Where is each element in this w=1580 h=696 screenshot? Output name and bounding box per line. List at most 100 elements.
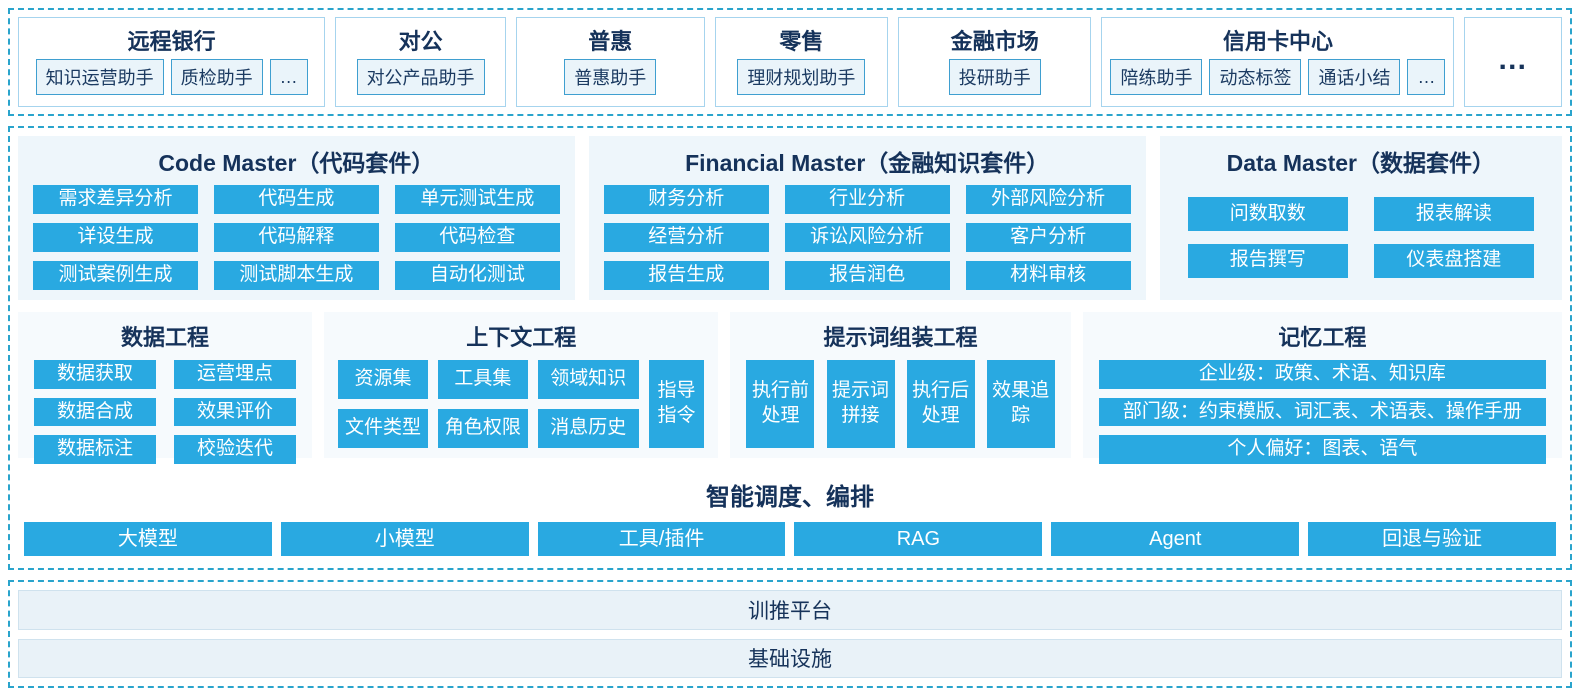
capability-button: 代码生成 [213,185,379,214]
suite-title: Code Master（代码套件） [158,150,435,176]
business-unit-inclusive: 普惠 普惠助手 [515,17,705,107]
engineering-item: 提示词拼接 [826,360,895,448]
capability-button: 单元测试生成 [394,185,560,214]
assistant-chip: 质检助手 [170,59,263,95]
capability-button: 详设生成 [33,223,198,252]
engineering-item: 领域知识 [537,360,639,399]
capability-layer-strip: Code Master（代码套件） 需求差异分析 代码生成 单元测试生成 详设生… [8,126,1572,570]
orchestration-item: 回退与验证 [1308,522,1556,556]
engineering-item: 执行后处理 [906,360,975,448]
assistant-chip-row: 知识运营助手 质检助手 … [35,59,308,95]
assistant-chip: 对公产品助手 [356,59,485,95]
engineering-title: 记忆工程 [1278,325,1367,350]
orchestration-title: 智能调度、编排 [706,484,874,511]
memory-item-bar: 部门级：约束模版、词汇表、术语表、操作手册 [1098,397,1546,427]
engineering-item-guidance: 指导指令 [648,360,705,448]
business-unit-financial-markets: 金融市场 投研助手 [898,17,1092,107]
orchestration-item: 工具/插件 [537,522,786,556]
suite-title: Financial Master（金融知识套件） [685,150,1050,176]
assistant-chip: 动态标签 [1209,59,1302,95]
assistant-chip-row: 陪练助手 动态标签 通话小结 … [1110,59,1446,95]
capability-button: 报告撰写 [1187,243,1348,278]
capability-button: 外部风险分析 [965,185,1131,214]
engineering-row: 数据工程 数据获取 运营埋点 数据合成 效果评价 数据标注 校验迭代 上下文工程… [18,312,1562,465]
assistant-chip: 通话小结 [1308,59,1401,95]
training-inference-platform-bar: 训推平台 [18,590,1562,630]
business-unit-retail: 零售 理财规划助手 [714,17,889,107]
engineering-item: 数据合成 [34,397,156,427]
business-unit-title: 对公 [398,29,443,54]
engineering-panel-prompt: 提示词组装工程 执行前处理 提示词拼接 执行后处理 效果追踪 [730,312,1071,458]
business-unit-remote-banking: 远程银行 知识运营助手 质检助手 … [18,17,326,107]
suite-capability-grid: 问数取数 报表解读 报告撰写 仪表盘搭建 [1170,185,1552,290]
assistant-chip-row: 投研助手 [948,59,1041,95]
orchestration-item: Agent [1051,522,1300,556]
capability-button: 代码解释 [213,223,379,252]
engineering-item-grid: 企业级：政策、术语、知识库 部门级：约束模版、词汇表、术语表、操作手册 个人偏好… [1093,360,1552,465]
orchestration-item: RAG [794,522,1043,556]
business-unit-title: 信用卡中心 [1222,29,1333,54]
assistant-chip: 知识运营助手 [35,59,164,95]
assistant-chip: 理财规划助手 [737,59,866,95]
capability-button: 报告生成 [603,261,769,290]
capability-button: 仪表盘搭建 [1373,243,1534,278]
more-business-units-box: … [1464,17,1563,107]
capability-button: 报表解读 [1373,197,1534,232]
infrastructure-bar: 基础设施 [18,638,1562,678]
capability-button: 测试脚本生成 [213,261,379,290]
business-unit-title: 远程银行 [127,29,216,54]
capability-button: 问数取数 [1187,197,1348,232]
engineering-title: 数据工程 [121,325,210,350]
engineering-panel-data: 数据工程 数据获取 运营埋点 数据合成 效果评价 数据标注 校验迭代 [18,312,313,465]
engineering-item: 数据标注 [34,435,156,465]
assistant-chip-row: 普惠助手 [564,59,657,95]
suite-panel-data-master: Data Master（数据套件） 问数取数 报表解读 报告撰写 仪表盘搭建 [1159,136,1562,300]
capability-button: 财务分析 [603,185,769,214]
engineering-item: 工具集 [437,360,528,399]
capability-button: 报告润色 [784,261,950,290]
assistant-chip-ellipsis: … [1407,59,1446,95]
orchestration-section: 智能调度、编排 大模型 小模型 工具/插件 RAG Agent 回退与验证 [18,470,1562,560]
orchestration-item: 小模型 [280,522,529,556]
business-unit-corporate: 对公 对公产品助手 [335,17,506,107]
engineering-item-grid: 资源集 工具集 领域知识 文件类型 角色权限 消息历史 指导指令 [334,360,708,448]
engineering-item: 数据获取 [34,360,156,389]
engineering-item-grid: 执行前处理 提示词拼接 执行后处理 效果追踪 [740,360,1060,448]
engineering-item: 效果评价 [174,397,297,427]
capability-button: 材料审核 [965,261,1131,290]
assistant-chip-row: 理财规划助手 [737,59,866,95]
engineering-item: 校验迭代 [174,435,297,465]
engineering-panel-memory: 记忆工程 企业级：政策、术语、知识库 部门级：约束模版、词汇表、术语表、操作手册… [1082,312,1562,465]
engineering-item: 角色权限 [437,409,528,448]
engineering-title: 上下文工程 [466,325,577,350]
suite-capability-grid: 需求差异分析 代码生成 单元测试生成 详设生成 代码解释 代码检查 测试案例生成… [28,185,565,290]
engineering-item: 文件类型 [338,409,428,448]
ellipsis-label: … [1497,42,1530,76]
suite-capability-grid: 财务分析 行业分析 外部风险分析 经营分析 诉讼风险分析 客户分析 报告生成 报… [599,185,1136,290]
engineering-item: 执行前处理 [746,360,815,448]
assistant-chip: 投研助手 [948,59,1041,95]
assistant-chip: 普惠助手 [564,59,657,95]
capability-button: 代码检查 [394,223,560,252]
memory-item-bar: 个人偏好：图表、语气 [1098,435,1546,465]
capability-button: 客户分析 [965,223,1131,252]
engineering-item-grid: 数据获取 运营埋点 数据合成 效果评价 数据标注 校验迭代 [28,360,302,465]
capability-button: 经营分析 [603,223,769,252]
engineering-item: 消息历史 [537,409,639,448]
engineering-panel-context: 上下文工程 资源集 工具集 领域知识 文件类型 角色权限 消息历史 指导指令 [324,312,719,458]
engineering-item: 效果追踪 [986,360,1055,448]
suite-title: Data Master（数据套件） [1226,150,1495,176]
business-unit-title: 零售 [779,29,824,54]
engineering-item: 运营埋点 [174,360,297,389]
suite-panel-code-master: Code Master（代码套件） 需求差异分析 代码生成 单元测试生成 详设生… [18,136,575,300]
capability-button: 测试案例生成 [33,261,198,290]
assistant-chip: 陪练助手 [1110,59,1203,95]
suites-row: Code Master（代码套件） 需求差异分析 代码生成 单元测试生成 详设生… [18,136,1562,300]
business-unit-credit-card: 信用卡中心 陪练助手 动态标签 通话小结 … [1101,17,1455,107]
business-unit-title: 金融市场 [950,29,1039,54]
assistant-chip-ellipsis: … [269,59,308,95]
assistant-chip-row: 对公产品助手 [356,59,485,95]
foundation-layer-strip: 训推平台 基础设施 [8,580,1572,688]
suite-panel-financial-master: Financial Master（金融知识套件） 财务分析 行业分析 外部风险分… [588,136,1146,300]
capability-button: 诉讼风险分析 [784,223,950,252]
